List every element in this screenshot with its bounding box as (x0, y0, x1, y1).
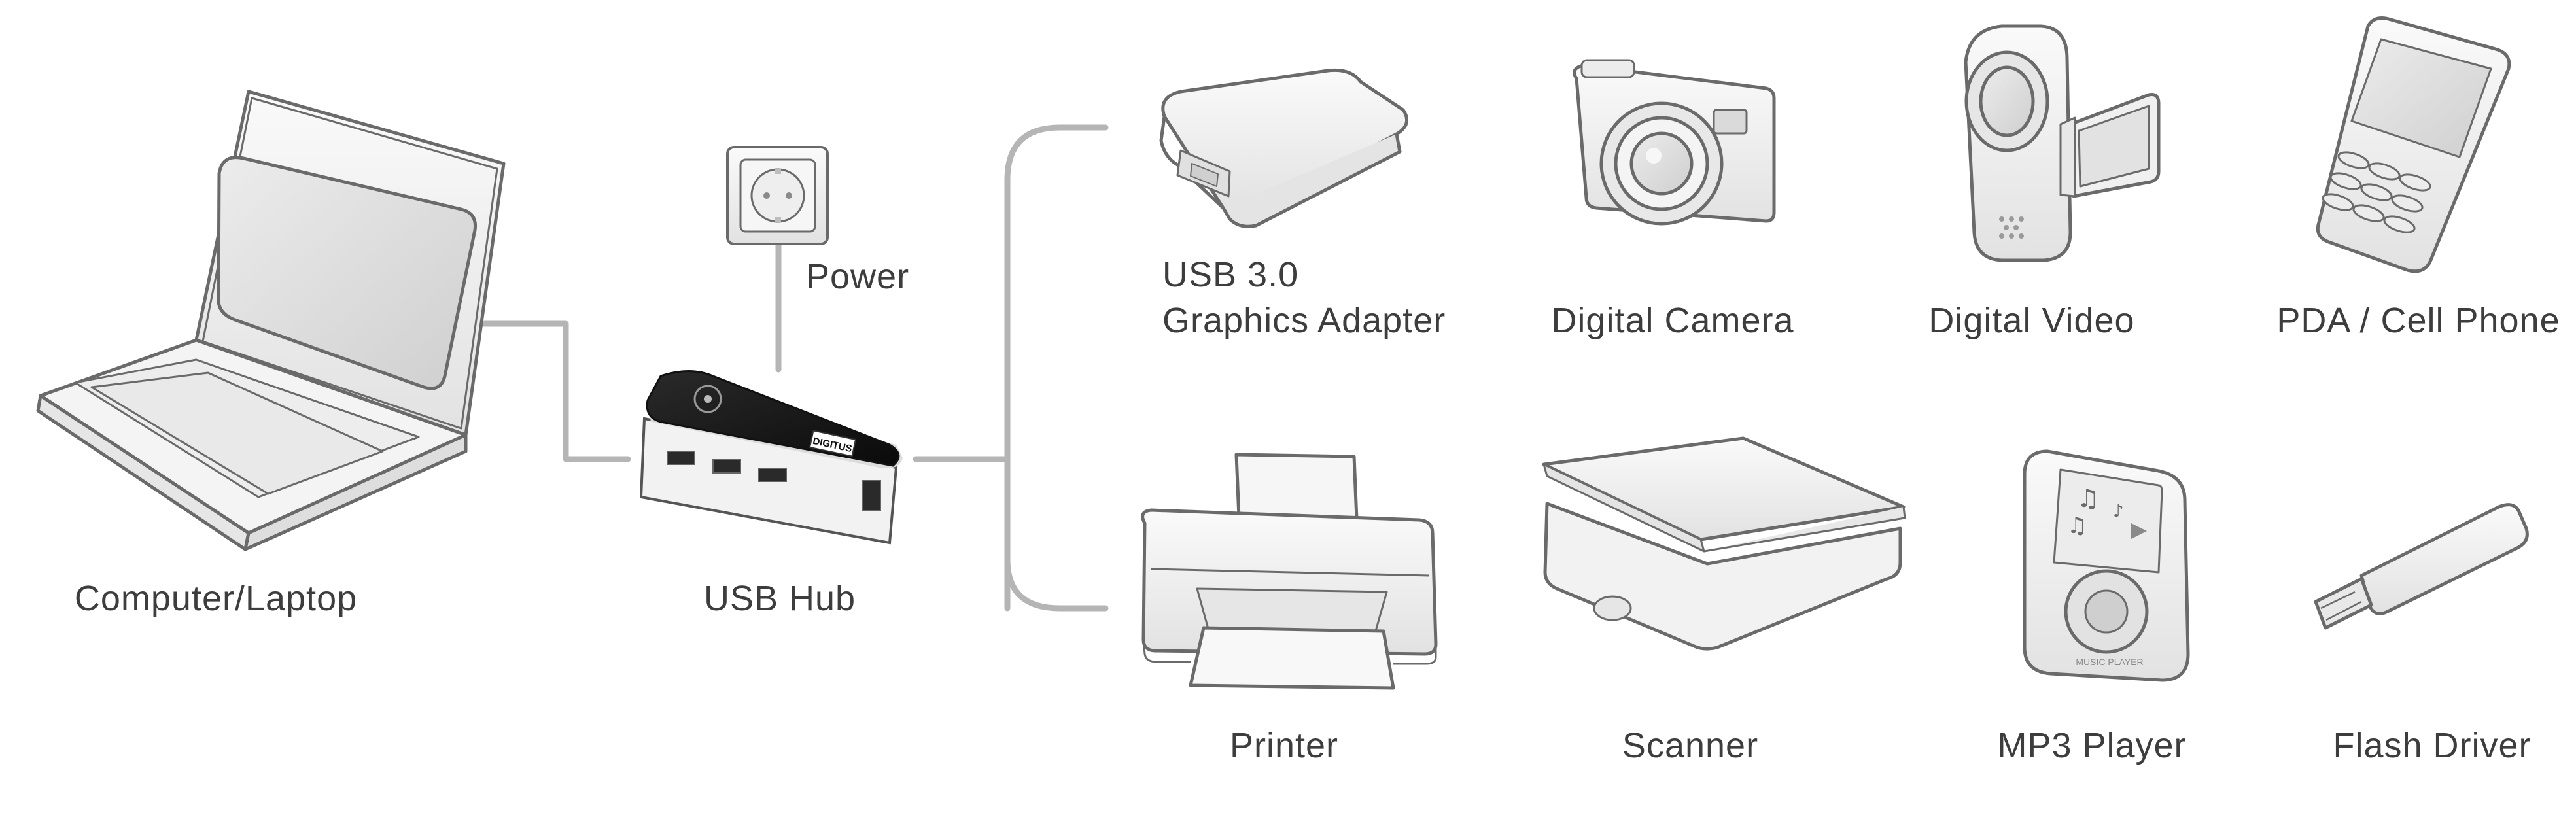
cell-phone-icon (2316, 16, 2511, 273)
label-pda-cell-phone: PDA / Cell Phone (2276, 301, 2560, 340)
connector-lines (462, 124, 1109, 612)
flash-drive-icon (2314, 503, 2529, 630)
svg-text:♫: ♫ (2067, 513, 2087, 539)
label-usb-hub: USB Hub (703, 579, 856, 618)
printer-icon (1141, 453, 1438, 690)
digital-camera-icon (1573, 59, 1776, 226)
branch-top-line (1004, 124, 1109, 183)
laptop-icon (36, 90, 506, 551)
hub-port-2 (712, 459, 741, 474)
usb-hub-icon: DIGITUS (639, 370, 903, 545)
branch-bottom-line (1004, 556, 1109, 612)
digital-video-icon (1964, 24, 2161, 262)
label-computer-laptop: Computer/Laptop (74, 579, 358, 618)
hub-port-1 (667, 451, 695, 465)
scanner-icon (1542, 436, 1906, 651)
label-graphics-adapter-line2: Graphics Adapter (1162, 301, 1446, 340)
mp3-player-icon: ♫ ♫ ♪ MUSIC PLAYER (2023, 449, 2190, 682)
power-socket-icon (726, 146, 829, 245)
label-graphics-adapter-line1: USB 3.0 (1162, 255, 1299, 294)
hub-port-4 (862, 480, 881, 511)
laptop-to-hub-line (462, 320, 631, 462)
svg-text:♫: ♫ (2077, 484, 2099, 513)
svg-text:♪: ♪ (2113, 502, 2124, 521)
label-printer: Printer (1229, 726, 1339, 765)
graphics-adapter-icon (1159, 68, 1409, 228)
label-scanner: Scanner (1622, 726, 1759, 765)
label-mp3-player: MP3 Player (1997, 726, 2187, 765)
mp3-brand-text: MUSIC PLAYER (2076, 657, 2143, 667)
label-digital-camera: Digital Camera (1551, 301, 1794, 340)
label-digital-video: Digital Video (1928, 301, 2135, 340)
label-flash-driver: Flash Driver (2333, 726, 2532, 765)
label-power: Power (806, 257, 910, 296)
hub-port-3 (758, 468, 787, 482)
